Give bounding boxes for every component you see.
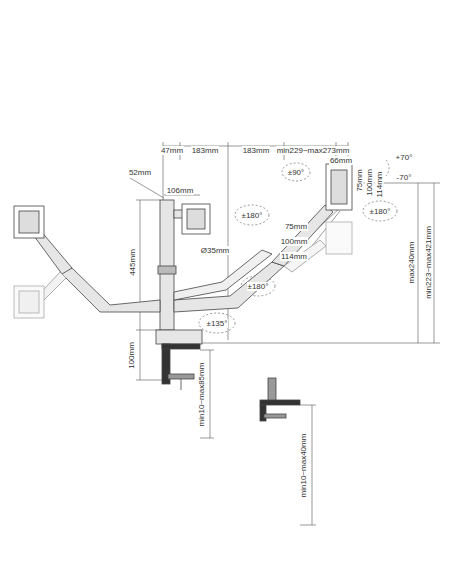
dimension-label: 75mm [354,168,363,192]
dimension-label: 114mm [375,170,384,198]
dimension-label: 100mm [127,341,136,370]
dimension-label: 183mm [242,146,271,155]
dimension-label: ±180° [247,282,270,291]
dimension-label: 100mm [280,237,309,246]
dimension-label: min10~max40mm [300,432,309,498]
dimension-label: ±180° [241,211,264,220]
dimension-label: 66mm [329,156,353,165]
dimension-label: min229~max273mm [276,146,351,155]
dimension-label: ±135° [206,319,229,328]
dimension-label: Ø35mm [200,246,230,255]
dimension-label: -70° [396,173,413,182]
dimension-label: ±180° [369,207,392,216]
dimension-label: 47mm [160,146,184,155]
dimension-label: min10~max85mm [198,361,207,427]
dimension-label: 75mm [284,222,308,231]
dimension-label: 183mm [191,146,220,155]
dimension-label: 52mm [128,168,152,177]
dimension-label: +70° [395,153,414,162]
dimension-label: max240mm [407,240,416,284]
dimension-label: min223~max421mm [423,225,432,300]
dimension-label: 106mm [166,186,195,195]
dimension-label: 100mm [365,168,374,197]
dimension-label: 445mm [128,248,137,277]
dimension-label: ±90° [287,168,306,177]
dimension-label: 114mm [280,252,308,261]
